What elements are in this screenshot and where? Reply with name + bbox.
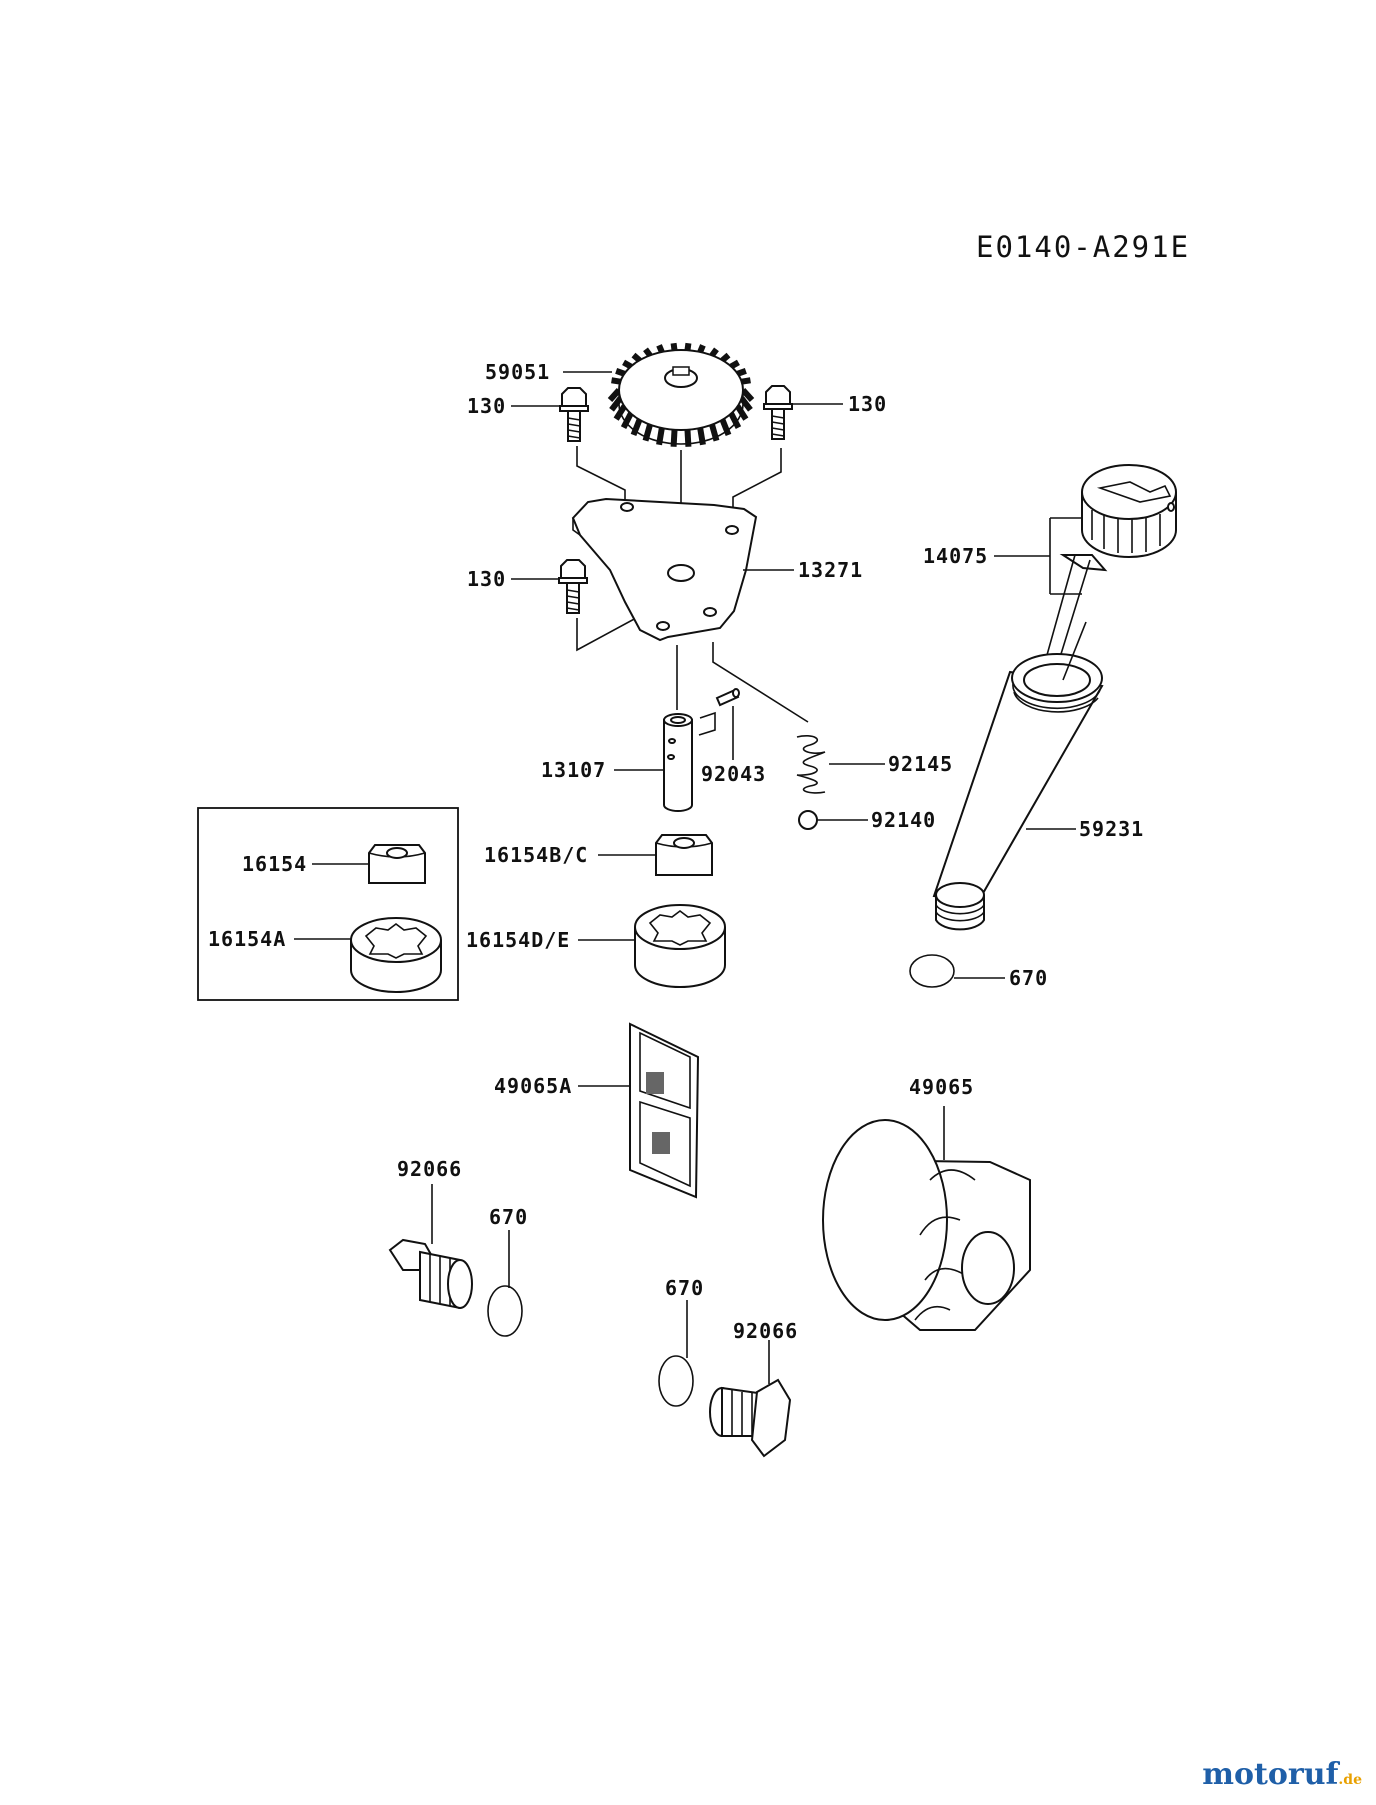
gear-tooth	[656, 344, 665, 354]
part-label-bolt[interactable]: 130	[467, 567, 507, 591]
part-label-ball[interactable]: 92140	[871, 808, 937, 832]
oil-filter-icon	[822, 1119, 1031, 1331]
outer-rotor-icon	[350, 917, 442, 993]
part-label-o-ring[interactable]: 670	[1009, 966, 1049, 990]
part-label-inner-rotor[interactable]: 16154B/C	[484, 843, 589, 867]
ball-icon	[798, 810, 818, 830]
part-label-gear[interactable]: 59051	[485, 360, 551, 384]
part-label-dipstick-cap[interactable]: 14075	[923, 544, 989, 568]
part-label-plate[interactable]: 13271	[798, 558, 864, 582]
part-label-pin[interactable]: 92043	[701, 762, 767, 786]
gear-tooth	[670, 342, 678, 351]
leader-line	[994, 517, 1082, 595]
part-label-oil-filter[interactable]: 49065	[909, 1075, 975, 1099]
part-label-inner-rotor[interactable]: 16154	[242, 852, 308, 876]
alternate-parts-box	[197, 807, 459, 1001]
gear-tooth	[709, 347, 719, 358]
gear-tooth	[684, 342, 692, 351]
o-ring-icon	[909, 954, 955, 988]
part-label-outer-rotor[interactable]: 16154D/E	[466, 928, 571, 952]
oil-strainer-icon	[629, 1022, 700, 1199]
gear-tooth	[611, 377, 621, 385]
o-ring-icon	[658, 1355, 694, 1407]
inner-rotor-icon	[655, 834, 713, 876]
bolt-icon	[763, 385, 793, 440]
part-label-drain-plug[interactable]: 92066	[397, 1157, 463, 1181]
part-label-o-ring[interactable]: 670	[665, 1276, 705, 1300]
gear-tooth	[631, 352, 642, 363]
diagram-code: E0140-A291E	[976, 230, 1191, 264]
dipstick-cap-icon	[1039, 464, 1177, 681]
part-label-bolt[interactable]: 130	[467, 394, 507, 418]
part-label-o-ring[interactable]: 670	[489, 1205, 529, 1229]
gear-tooth	[607, 387, 622, 403]
part-label-strainer[interactable]: 49065A	[494, 1074, 573, 1098]
gear-tooth	[736, 368, 747, 377]
brand-logo: motoruf.de	[1202, 1757, 1362, 1792]
pump-cover-plate	[571, 497, 758, 642]
bolt-icon	[558, 559, 588, 614]
shaft-icon	[663, 713, 693, 812]
gear-tooth	[643, 347, 653, 358]
leader-line	[712, 642, 809, 723]
gear-tooth	[729, 359, 740, 370]
gear-tooth	[728, 412, 742, 430]
spring-icon	[796, 735, 826, 794]
gear-tooth	[697, 344, 706, 354]
part-label-bolt[interactable]: 130	[848, 392, 888, 416]
brand-name: motoruf	[1202, 1757, 1339, 1792]
gear-tooth	[741, 377, 751, 385]
part-label-spring[interactable]: 92145	[888, 752, 954, 776]
gear-tooth	[740, 387, 755, 403]
drain-plug-icon	[388, 1238, 473, 1310]
gear-tooth	[630, 418, 643, 437]
part-label-shaft[interactable]: 13107	[541, 758, 607, 782]
pin-icon	[715, 688, 740, 707]
gear-tooth	[620, 412, 634, 430]
gear-tooth	[615, 368, 626, 377]
brand-tld: .de	[1338, 1772, 1362, 1788]
gear-icon	[607, 342, 755, 447]
drain-plug-icon	[709, 1378, 792, 1458]
part-label-filler-tube[interactable]: 59231	[1079, 817, 1145, 841]
inner-rotor-icon	[368, 844, 426, 884]
part-label-drain-plug[interactable]: 92066	[733, 1319, 799, 1343]
part-label-outer-rotor[interactable]: 16154A	[208, 927, 287, 951]
gear-tooth	[622, 359, 633, 370]
outer-rotor-icon	[634, 904, 726, 988]
bolt-icon	[559, 387, 589, 442]
o-ring-icon	[487, 1285, 523, 1337]
oil-filler-tube-icon	[932, 621, 1104, 931]
leader-line	[698, 711, 716, 736]
gear-tooth	[719, 418, 732, 437]
leader-line	[576, 446, 626, 505]
gear-tooth	[720, 352, 731, 363]
